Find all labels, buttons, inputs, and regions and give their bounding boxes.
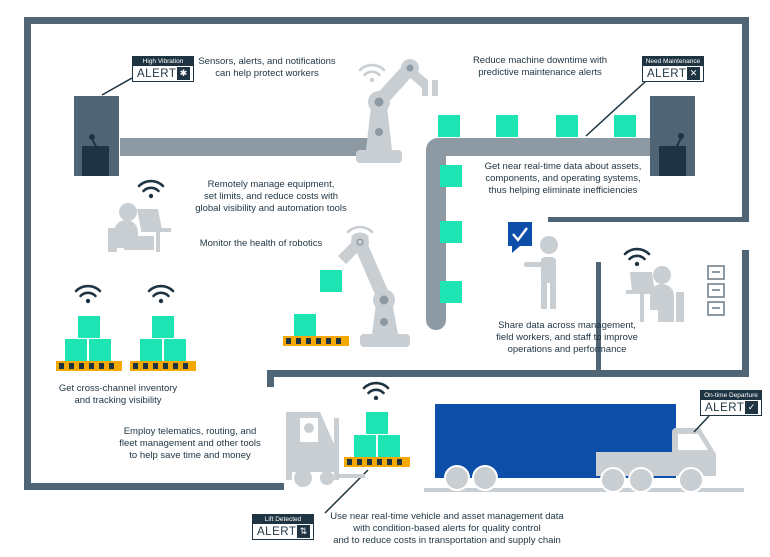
caption-realtime-data: Get near real-time data about assets,com… — [484, 161, 642, 196]
truck — [435, 404, 716, 493]
wifi-icon — [362, 381, 390, 402]
caption-remote: Remotely manage equipment,set limits, an… — [195, 179, 347, 214]
alert-header: On-time Departure — [701, 391, 761, 400]
alert-label: ALERT — [705, 401, 745, 414]
alert-label: ALERT — [647, 67, 687, 80]
leader-line — [101, 77, 133, 96]
right-machine — [650, 96, 695, 176]
wifi-icon — [358, 63, 386, 84]
alert-label: ALERT — [257, 525, 297, 538]
inventory-pallet-left — [56, 316, 122, 371]
alert-need-maintenance: Need Maintenance ALERT ✕ — [642, 56, 704, 82]
wifi-icon — [346, 225, 374, 246]
alert-lift-detected: Lift Detected ALERT ⇅ — [252, 514, 314, 540]
alert-header: Lift Detected — [253, 515, 313, 524]
remote-worker — [108, 203, 171, 252]
up-down-arrows-icon: ⇅ — [297, 525, 310, 538]
caption-robotics: Monitor the health of robotics — [199, 238, 323, 249]
alert-high-vibration: High Vibration ALERT ✱ — [132, 56, 194, 82]
caption-vehicle: Use near real-time vehicle and asset man… — [330, 511, 564, 546]
alert-header: Need Maintenance — [643, 57, 703, 66]
left-machine — [74, 96, 119, 176]
alert-header: High Vibration — [133, 57, 193, 66]
loading-pallet — [344, 412, 410, 467]
office-worker — [626, 266, 684, 322]
wifi-icon — [74, 284, 102, 305]
wrench-icon: ✕ — [687, 67, 700, 80]
forklift — [286, 412, 365, 487]
checkbox-icon — [508, 222, 532, 246]
held-box — [320, 270, 342, 292]
gear-icon: ✱ — [177, 67, 190, 80]
presenter — [508, 222, 558, 309]
inventory-pallet-right — [130, 316, 196, 371]
conveyor-boxes — [438, 115, 636, 303]
caption-share: Share data across management,field worke… — [496, 320, 638, 355]
leader-line — [585, 80, 647, 137]
wifi-icon — [147, 284, 175, 305]
robot-pallet — [283, 314, 349, 346]
robot-arm-middle — [338, 233, 410, 347]
alert-label: ALERT — [137, 67, 177, 80]
transfer-rail — [120, 138, 385, 156]
checkmark-icon: ✓ — [745, 401, 758, 414]
building-walls — [24, 17, 749, 492]
alert-on-time-departure: On-time Departure ALERT ✓ — [700, 390, 762, 416]
robot-arm-top — [356, 59, 438, 163]
leader-line — [693, 415, 710, 433]
filing-cabinet — [707, 265, 725, 316]
wifi-icon — [623, 247, 651, 268]
wifi-icon — [137, 179, 165, 200]
